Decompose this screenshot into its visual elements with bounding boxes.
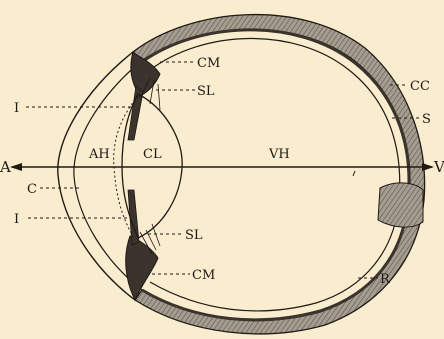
label-sl-top: SL (197, 84, 215, 99)
retina-line (150, 38, 400, 310)
label-cm-bottom: CM (192, 268, 215, 283)
label-c: C (27, 182, 37, 197)
label-a: A (0, 158, 11, 176)
label-i-top: I (14, 101, 19, 116)
label-cm-top: CM (197, 56, 220, 71)
vitreous-mark (353, 171, 355, 176)
optic-nerve-head (378, 183, 423, 227)
label-r: R (380, 272, 391, 287)
label-i-bottom: I (14, 212, 19, 227)
label-v: V (433, 158, 444, 176)
label-ah: AH (88, 147, 110, 162)
axis-end-arrow (422, 163, 434, 171)
label-vh: VH (268, 147, 290, 162)
label-sl-bottom: SL (185, 228, 203, 243)
label-cc: CC (410, 79, 430, 94)
label-s: S (422, 112, 431, 127)
label-cl: CL (143, 147, 162, 162)
cornea-outer (58, 52, 135, 300)
axis-start-arrow (10, 163, 22, 171)
